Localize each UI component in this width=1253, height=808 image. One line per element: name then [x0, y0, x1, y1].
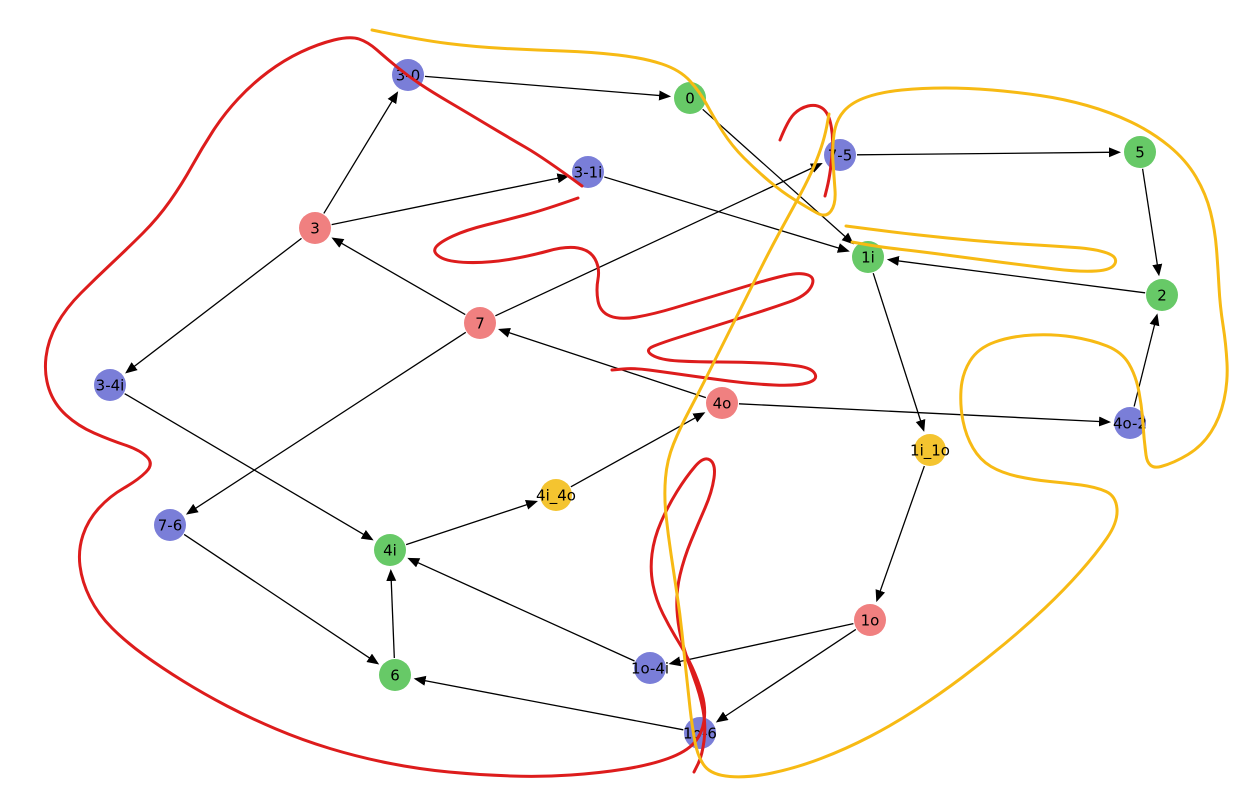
contour-yellow-corridor	[844, 224, 1118, 273]
contour-yellow-main-loop	[370, 28, 1229, 779]
graph-node-5	[1124, 136, 1156, 168]
graph-node-7-5	[824, 139, 856, 171]
graph-node-4i_4o	[540, 479, 572, 511]
graph-node-7	[464, 307, 496, 339]
graph-node-1o-4i	[634, 652, 666, 684]
graph-node-6	[379, 659, 411, 691]
edge-1i-1i_1o	[872, 272, 926, 432]
graph-node-4o	[706, 387, 738, 419]
graph-node-4i	[374, 534, 406, 566]
edge-7-5-5	[856, 147, 1122, 158]
edge-4o-7	[498, 327, 707, 399]
edge-3-0-0	[424, 75, 672, 101]
graph-node-4o-2	[1114, 407, 1146, 439]
graph-node-1o	[854, 604, 886, 636]
edge-7-7-6	[185, 331, 467, 515]
graph-node-3-1i	[572, 156, 604, 188]
edge-1o-1o-4i	[668, 622, 854, 667]
edge-3-3-0	[323, 91, 399, 214]
contour-layer	[43, 28, 1229, 779]
graph-node-3-4i	[94, 369, 126, 401]
edge-4o-2-2	[1133, 313, 1160, 407]
node-layer	[94, 59, 1178, 749]
edge-layer	[124, 75, 1163, 731]
edge-1i_1o-1o	[875, 465, 925, 603]
edge-1o-6-6	[413, 675, 684, 731]
graph-node-2	[1146, 279, 1178, 311]
edge-3-3-4i	[125, 237, 302, 374]
edge-4o-4o-2	[738, 403, 1112, 427]
edge-7-7-5	[495, 163, 823, 317]
edge-3-1i-1i	[604, 176, 850, 253]
edge-4i-4i_4o	[405, 500, 538, 546]
edge-3-4i-4i	[124, 393, 374, 541]
contour-red-inner-finger	[433, 196, 818, 387]
graph-node-1i_1o	[914, 434, 946, 466]
edge-2-1i	[886, 256, 1146, 294]
edge-6-4i	[386, 568, 397, 659]
edge-7-6-6	[183, 533, 380, 665]
edge-7-3	[331, 237, 466, 316]
edge-3-3-1i	[331, 173, 570, 226]
edge-0-1i	[702, 108, 854, 245]
edge-1o-1o-6	[715, 628, 857, 723]
graph-node-3	[299, 212, 331, 244]
graph-node-7-6	[154, 509, 186, 541]
graph-node-1i	[852, 241, 884, 273]
edge-5-2	[1141, 168, 1163, 277]
edge-1o-4i-4i	[407, 557, 635, 662]
contour-red-main-loop	[43, 36, 716, 778]
